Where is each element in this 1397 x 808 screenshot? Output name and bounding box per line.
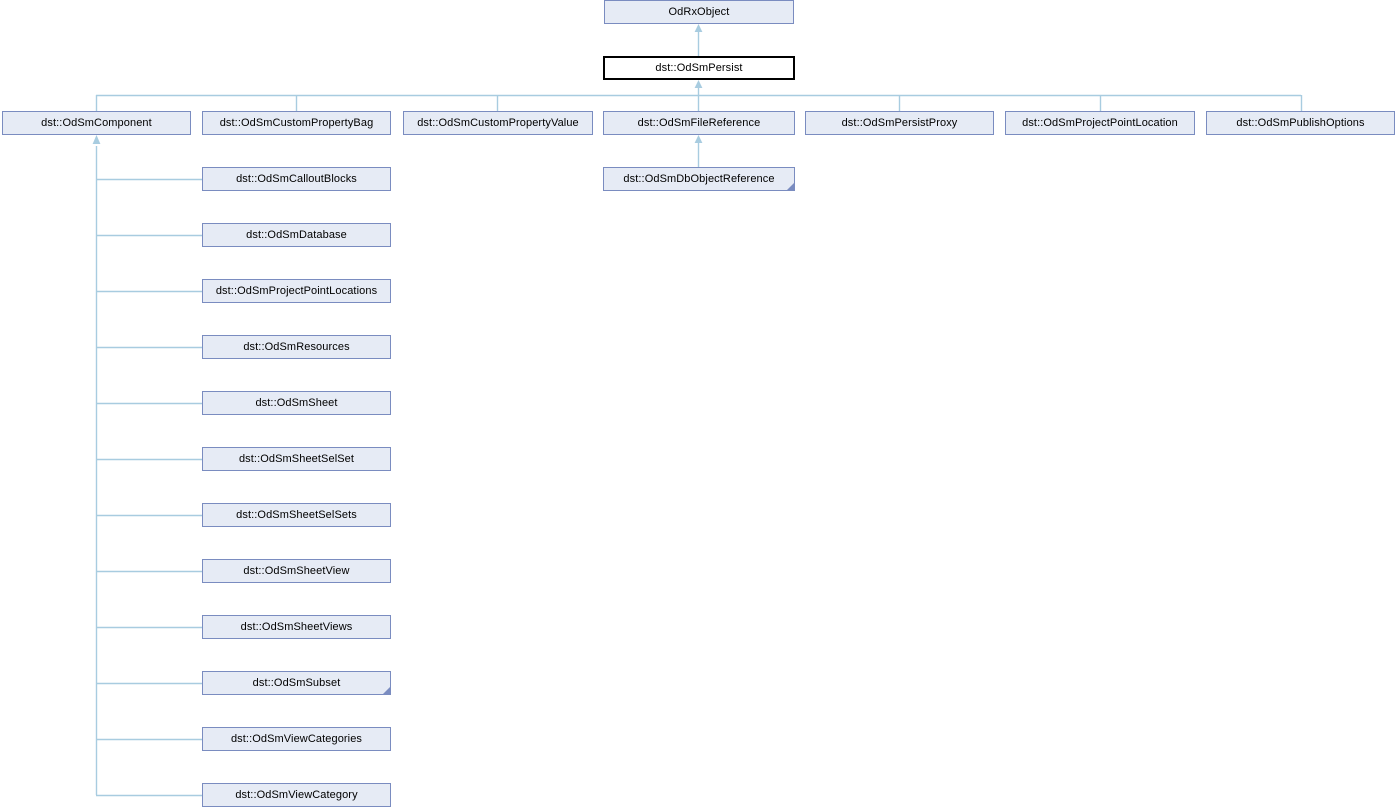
class-node-odsmsubset[interactable]: dst::OdSmSubset (202, 671, 391, 695)
edge-bus-top (95, 94, 1303, 111)
class-node-odsmsheetselset[interactable]: dst::OdSmSheetSelSet (202, 447, 391, 471)
class-node-odsmpublishoptions[interactable]: dst::OdSmPublishOptions (1206, 111, 1395, 135)
edge-odsmdbobjectreference-to-odsmfilereference (694, 135, 703, 167)
class-node-odsmpersistproxy[interactable]: dst::OdSmPersistProxy (805, 111, 994, 135)
class-node-label: dst::OdSmFileReference (637, 116, 761, 129)
class-node-odsmcustompropertyvalue[interactable]: dst::OdSmCustomPropertyValue (403, 111, 593, 135)
class-node-label: OdRxObject (668, 5, 730, 18)
class-node-label: dst::OdSmPublishOptions (1236, 116, 1365, 129)
class-node-odsmsheetviews[interactable]: dst::OdSmSheetViews (202, 615, 391, 639)
class-node-label: dst::OdSmPersistProxy (841, 116, 958, 129)
class-node-odsmresources[interactable]: dst::OdSmResources (202, 335, 391, 359)
class-node-odsmdatabase[interactable]: dst::OdSmDatabase (202, 223, 391, 247)
class-node-odsmdbobjectreference[interactable]: dst::OdSmDbObjectReference (603, 167, 795, 191)
class-node-label: dst::OdSmSheetSelSets (236, 508, 357, 521)
class-node-label: dst::OdSmComponent (41, 116, 152, 129)
class-node-odsmcalloutblocks[interactable]: dst::OdSmCalloutBlocks (202, 167, 391, 191)
class-node-odsmprojectpointlocations[interactable]: dst::OdSmProjectPointLocations (202, 279, 391, 303)
class-node-label: dst::OdSmProjectPointLocation (1022, 116, 1178, 129)
class-node-label: dst::OdSmSheetView (243, 564, 350, 577)
class-node-label: dst::OdSmResources (243, 340, 350, 353)
class-node-label: dst::OdSmPersist (655, 61, 743, 74)
class-node-label: dst::OdSmSheetViews (240, 620, 353, 633)
edge-bus-to-odsmpersist (694, 80, 703, 95)
class-node-label: dst::OdSmCalloutBlocks (236, 172, 357, 185)
edge-odsmpersist-to-odrxobject (694, 24, 703, 56)
class-node-odsmcustompropertybag[interactable]: dst::OdSmCustomPropertyBag (202, 111, 391, 135)
class-node-odsmprojectpointlocation[interactable]: dst::OdSmProjectPointLocation (1005, 111, 1195, 135)
class-node-label: dst::OdSmDatabase (246, 228, 347, 241)
class-node-odrxobject[interactable]: OdRxObject (604, 0, 794, 24)
edge-component-trunk (92, 135, 202, 797)
class-node-label: dst::OdSmViewCategory (235, 788, 358, 801)
class-node-odsmviewcategories[interactable]: dst::OdSmViewCategories (202, 727, 391, 751)
class-node-odsmfilereference[interactable]: dst::OdSmFileReference (603, 111, 795, 135)
class-node-odsmsheetselsets[interactable]: dst::OdSmSheetSelSets (202, 503, 391, 527)
class-node-label: dst::OdSmSheetSelSet (238, 452, 355, 465)
class-node-label: dst::OdSmCustomPropertyBag (219, 116, 374, 129)
class-node-label: dst::OdSmDbObjectReference (623, 172, 775, 185)
class-node-label: dst::OdSmViewCategories (230, 732, 363, 745)
class-node-odsmcomponent[interactable]: dst::OdSmComponent (2, 111, 191, 135)
class-node-odsmsheet[interactable]: dst::OdSmSheet (202, 391, 391, 415)
class-node-odsmpersist[interactable]: dst::OdSmPersist (603, 56, 795, 80)
class-node-label: dst::OdSmCustomPropertyValue (417, 116, 579, 129)
class-node-label: dst::OdSmSubset (252, 676, 341, 689)
class-node-odsmviewcategory[interactable]: dst::OdSmViewCategory (202, 783, 391, 807)
class-node-odsmsheetview[interactable]: dst::OdSmSheetView (202, 559, 391, 583)
class-node-label: dst::OdSmSheet (255, 396, 338, 409)
class-node-label: dst::OdSmProjectPointLocations (215, 284, 378, 297)
